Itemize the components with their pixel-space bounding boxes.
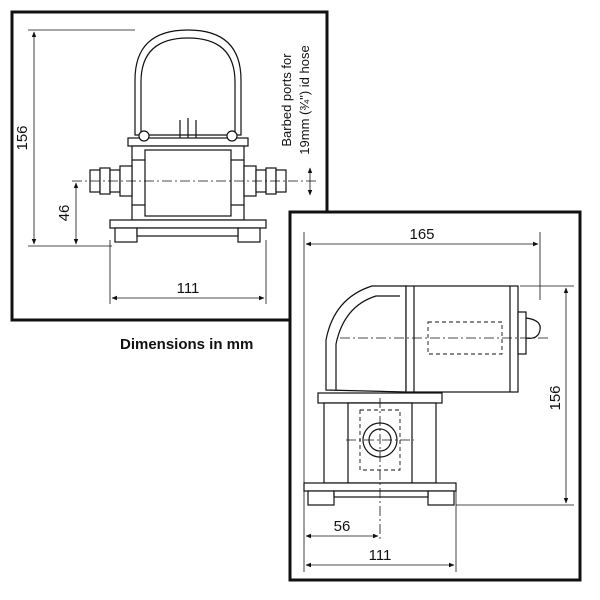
front-width-dimension [109,240,267,304]
side-height-label: 156 [547,385,564,410]
side-view-panel: 165 156 56 111 [288,210,582,582]
side-length-dimension [303,232,541,480]
front-view-panel: 156 46 111 Barbed ports for 19mm (¾") id… [10,10,329,322]
side-width-label: 111 [369,547,392,564]
front-height-label: 156 [14,125,31,150]
port-note-line2: 19mm (¾") id hose [297,45,312,154]
front-width-label: 111 [177,280,200,297]
dimensions-caption: Dimensions in mm [120,336,253,353]
inlet-offset-label: 56 [334,518,351,535]
pump-front-drawing [89,29,287,243]
side-centerlines [340,337,548,540]
side-width-dimension [303,480,457,572]
side-height-dimension [456,285,574,506]
port-note-line1: Barbed ports for [279,53,294,147]
side-length-label: 165 [409,226,434,243]
front-height-dimension [28,29,135,247]
port-height-label: 46 [56,205,73,222]
